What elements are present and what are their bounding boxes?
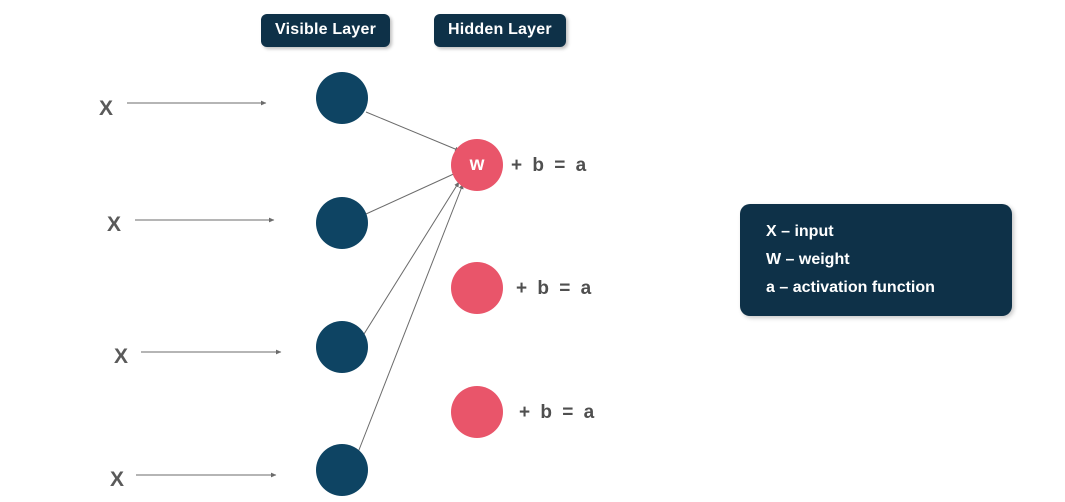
- legend-row-weight: W – weight: [766, 251, 850, 268]
- badge-visible-layer: Visible Layer: [261, 14, 391, 47]
- edge-v1-h1: [365, 111, 461, 152]
- input-label-1: X: [99, 97, 114, 120]
- visible-node-2[interactable]: [316, 197, 368, 249]
- legend-box: X – input W – weight a – activation func…: [740, 204, 1012, 316]
- visible-node-3[interactable]: [316, 321, 368, 373]
- input-label-4: X: [110, 468, 125, 491]
- hidden-node-3[interactable]: [451, 386, 503, 438]
- edge-v4-h1: [356, 183, 464, 456]
- hidden-node-1-equation: + b = a: [511, 155, 589, 176]
- hidden-node-1[interactable]: w: [451, 139, 503, 191]
- hidden-node-2[interactable]: [451, 262, 503, 314]
- legend-row-input: X – input: [766, 223, 834, 240]
- hidden-node-2-equation: + b = a: [516, 278, 594, 299]
- input-label-2: X: [107, 213, 122, 236]
- legend-row-activation: a – activation function: [766, 279, 935, 296]
- edge-v3-h1: [363, 181, 460, 335]
- hidden-node-1-label: w: [469, 154, 485, 175]
- visible-node-1[interactable]: [316, 72, 368, 124]
- hidden-node-3-equation: + b = a: [519, 402, 597, 423]
- visible-node-4[interactable]: [316, 444, 368, 496]
- edge-v2-h1: [365, 171, 459, 215]
- input-label-3: X: [114, 345, 129, 368]
- badge-hidden-layer: Hidden Layer: [434, 14, 566, 47]
